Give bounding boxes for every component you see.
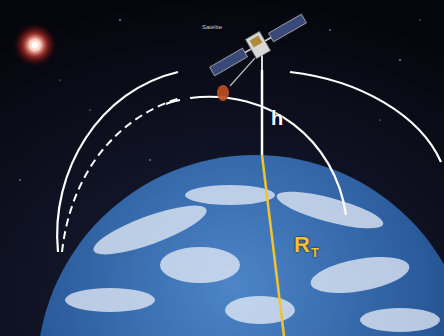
clouds (65, 184, 440, 332)
stars (19, 19, 420, 181)
height-line (261, 70, 264, 155)
satellite (207, 9, 310, 101)
sun (13, 23, 57, 67)
satellite-label: Satélite (202, 24, 222, 30)
radius-line (262, 155, 284, 336)
orbit-arcs (57, 72, 441, 252)
height-label: h (271, 108, 283, 128)
dashed-orbit (62, 98, 180, 252)
radius-label: R (294, 234, 310, 256)
radius-subscript: T (311, 246, 319, 259)
earth (37, 155, 444, 336)
